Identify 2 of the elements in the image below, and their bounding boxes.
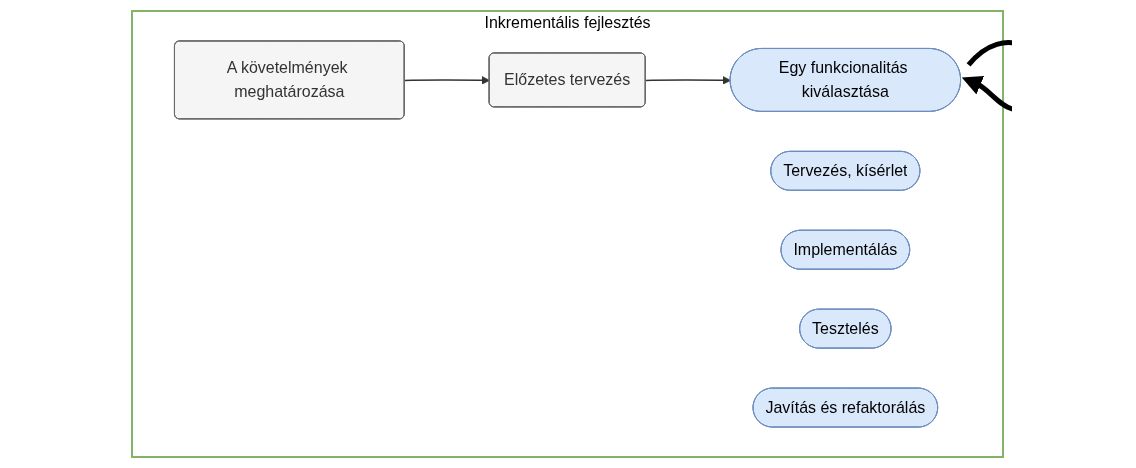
- arrow: [404, 75, 491, 85]
- arrow: [645, 75, 732, 85]
